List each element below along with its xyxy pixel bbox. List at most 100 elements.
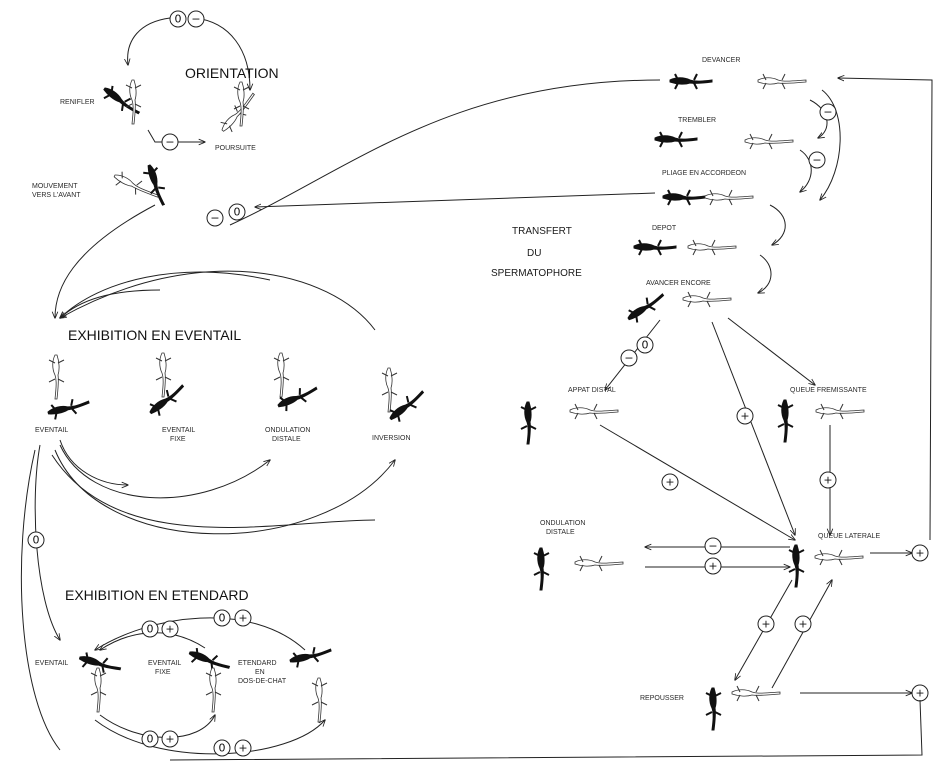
arrow-right-loop-bottom [169, 699, 923, 761]
sym-plus-std-1: + [161, 620, 179, 638]
newt-eventail-fixe2-female [205, 667, 222, 713]
label-eventail: EVENTAIL [35, 427, 68, 434]
label-depot: DEPOT [652, 225, 677, 232]
fan-display-title: EXHIBITION EN EVENTAIL [68, 327, 241, 343]
arrow-cycle-bottom [147, 129, 205, 142]
transfer-title-1: TRANSFERT [512, 226, 572, 237]
newt-inversion-female [381, 367, 398, 413]
sym-plus-std-2: + [234, 609, 252, 627]
svg-text:+: + [708, 560, 717, 573]
sym-zero-pliage-left: 0 [228, 203, 246, 221]
sym-minus-orientation-top: − [187, 10, 205, 28]
label-pliage: PLIAGE EN ACCORDEON [662, 170, 746, 177]
sym-minus-orientation-bottom: − [161, 133, 179, 151]
label-queue-laterale: QUEUE LATERALE [818, 533, 880, 540]
standard-display-title: EXHIBITION EN ETENDARD [65, 587, 249, 603]
arrow-avancer-laterale [711, 321, 795, 535]
sym-plus-laterale-repousser: + [757, 615, 775, 633]
arrow-repousser-laterale [771, 580, 832, 689]
label-ondulation-r-2: DISTALE [546, 529, 575, 536]
label-trembler: TREMBLER [678, 117, 716, 124]
spermatophore-transfer-group: TRANSFERT DU SPERMATOPHORE DEVANCER TREM… [169, 57, 933, 761]
svg-text:+: + [915, 687, 924, 700]
label-ondulation-1: ONDULATION [265, 427, 310, 434]
svg-text:0: 0 [219, 612, 226, 625]
sym-zero-orientation: 0 [169, 10, 187, 28]
svg-text:+: + [165, 733, 174, 746]
newt-etendard-female [311, 677, 328, 723]
arrow-trembler-pliage [800, 149, 812, 192]
arrow-fan-long-loop [20, 449, 61, 751]
svg-text:+: + [915, 547, 924, 560]
label-devancer: DEVANCER [702, 57, 740, 64]
newt-pliage-male [662, 189, 706, 206]
svg-text:−: − [708, 540, 717, 553]
svg-text:0: 0 [219, 742, 226, 755]
arrow-pliage-to-left [255, 192, 656, 207]
arrow-right-loop-top [838, 78, 933, 541]
sym-plus-laterale-out: + [911, 544, 929, 562]
orientation-title: ORIENTATION [185, 65, 279, 81]
label-inversion: INVERSION [372, 435, 411, 442]
svg-text:−: − [210, 212, 219, 225]
label-avancer-encore: AVANCER ENCORE [646, 280, 711, 287]
newt-repousser-female [731, 685, 781, 702]
newt-renifler-female [125, 79, 142, 125]
svg-text:0: 0 [147, 623, 154, 636]
arrow-ondulation-fan [60, 271, 271, 318]
newt-eventail-male [45, 394, 92, 422]
svg-text:−: − [191, 13, 200, 26]
label-etendard-3: DOS-DE-CHAT [238, 678, 287, 685]
svg-text:+: + [761, 618, 770, 631]
label-mouvement-2: VERS L'AVANT [32, 192, 81, 199]
newt-eventail-female [48, 354, 65, 400]
sym-zero-std-2: 0 [213, 609, 231, 627]
newt-avancer-female [682, 291, 732, 308]
newt-ondulation-r-male [533, 547, 550, 591]
arrow-eventail-ondulation [59, 444, 270, 499]
newt-depot-male [633, 239, 677, 256]
label-ondulation-r-1: ONDULATION [540, 520, 585, 527]
arrow-eventail-fixe [59, 439, 128, 485]
svg-text:+: + [238, 612, 247, 625]
svg-text:+: + [740, 410, 749, 423]
sym-plus-fremissante-laterale: + [819, 471, 837, 489]
newt-fremissante-male [777, 399, 794, 443]
newt-etendard-male [287, 642, 334, 670]
svg-text:0: 0 [175, 13, 182, 26]
newt-mouvement-male [140, 161, 172, 209]
newt-pliage-female [704, 189, 754, 206]
arrow-devancer-to-left [229, 79, 661, 226]
sym-minus-trembler: − [808, 151, 826, 169]
arrow-etendard-eventail2 [95, 617, 306, 650]
newt-trembler-male [654, 131, 698, 148]
label-ondulation-2: DISTALE [272, 436, 301, 443]
newt-devancer-male [669, 73, 713, 90]
sym-zero-std-3: 0 [141, 730, 159, 748]
newt-eventail-fixe-male [145, 379, 189, 420]
arrow-eventail-inversion-2 [51, 454, 376, 528]
newt-appat-male [520, 401, 537, 445]
svg-text:0: 0 [642, 339, 649, 352]
svg-text:−: − [823, 106, 832, 119]
newt-ondulation-female [273, 352, 290, 398]
sym-zero-avancer: 0 [636, 336, 654, 354]
arrow-inversion-fan [60, 270, 376, 331]
sym-minus-devancer: − [819, 103, 837, 121]
label-etendard-2: EN [255, 669, 265, 676]
label-repousser: REPOUSSER [640, 695, 684, 702]
label-renifler: RENIFLER [60, 99, 95, 106]
label-queue-fremissante: QUEUE FREMISSANTE [790, 387, 867, 394]
svg-text:0: 0 [33, 534, 40, 547]
svg-text:+: + [823, 474, 832, 487]
arrow-cycle-top-right [194, 17, 250, 90]
label-appat-distal: APPAT DISTAL [568, 387, 616, 394]
newt-renifler-male [98, 82, 144, 121]
label-eventail-fixe2-1: EVENTAIL [148, 660, 181, 667]
sym-plus-avancer-laterale: + [736, 407, 754, 425]
sym-plus-repousser-laterale: + [794, 615, 812, 633]
sym-zero-std-4: 0 [213, 739, 231, 757]
label-poursuite: POURSUITE [215, 145, 256, 152]
newt-eventail-fixe2-male [185, 645, 233, 676]
newt-depot-female [687, 239, 737, 256]
